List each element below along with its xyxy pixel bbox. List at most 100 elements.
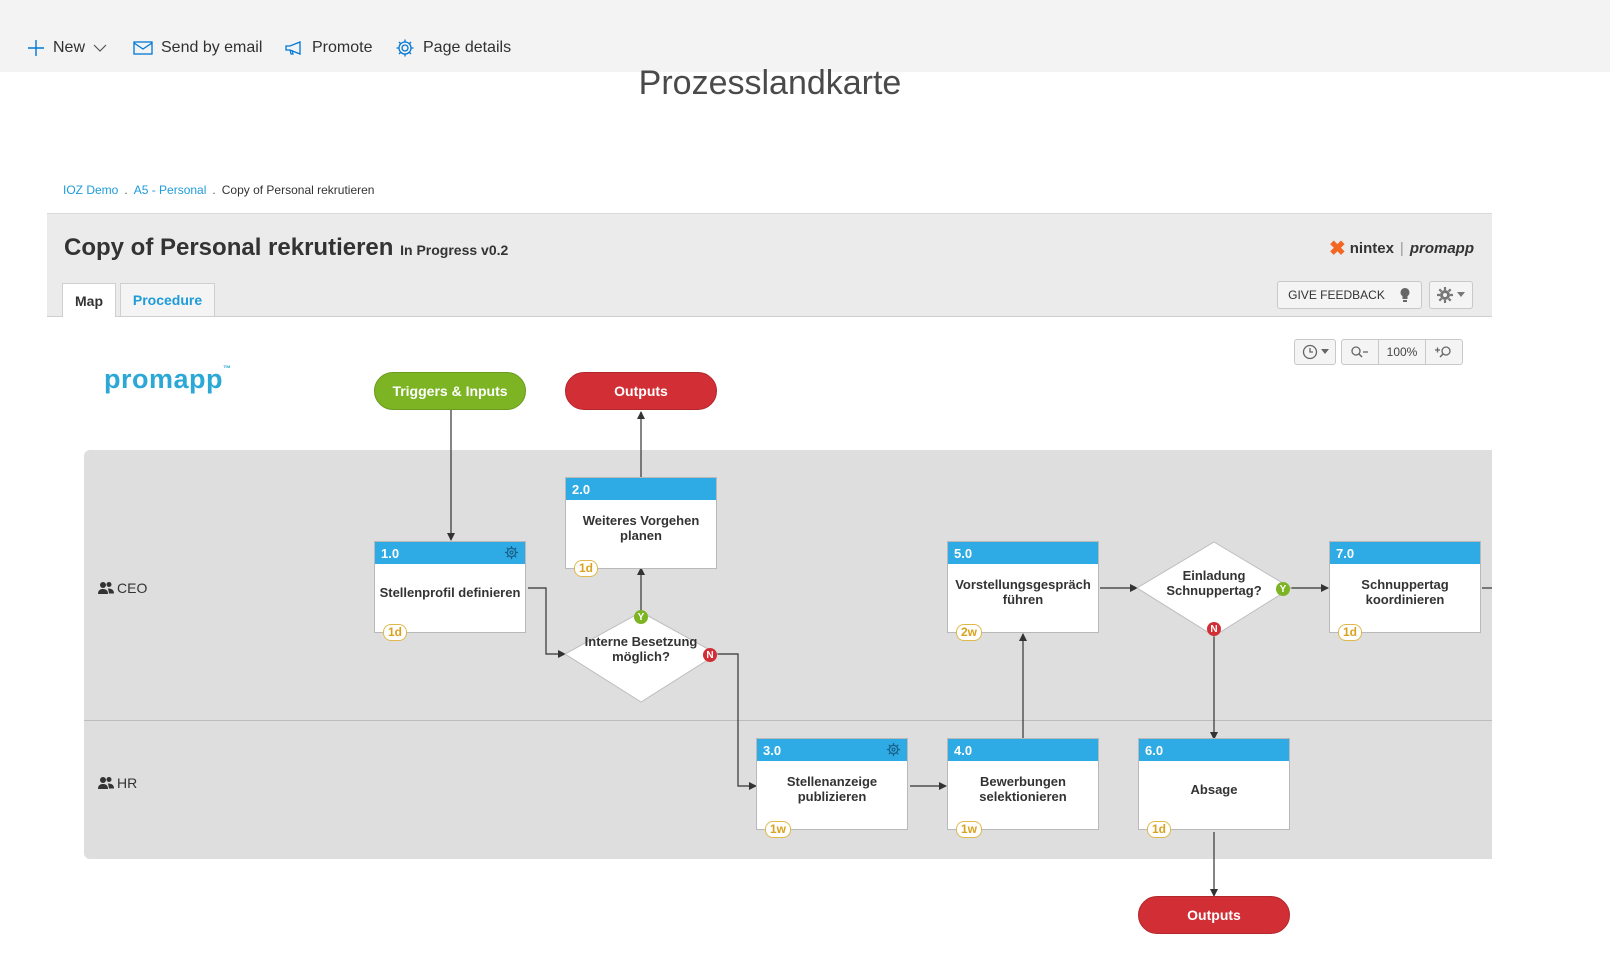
gear-icon bbox=[1437, 287, 1453, 303]
lane-label-hr: HR bbox=[98, 775, 137, 791]
new-button[interactable]: New bbox=[27, 24, 107, 72]
lane-hr-text: HR bbox=[117, 775, 138, 791]
activity-5-0[interactable]: 5.0 Vorstellungsgespräch führen 2w bbox=[947, 541, 1099, 641]
decision-einladung-text[interactable]: Einladung Schnuppertag? bbox=[1166, 568, 1262, 598]
activity-3-0[interactable]: 3.0 Stellenanzeige publizieren 1w bbox=[756, 738, 908, 838]
send-by-email-button[interactable]: Send by email bbox=[133, 24, 262, 72]
promapp-logo-text: promapp bbox=[104, 364, 224, 394]
duration-badge: 1d bbox=[574, 560, 599, 577]
decision-yes-badge: Y bbox=[1276, 582, 1290, 596]
triggers-inputs-pill[interactable]: Triggers & Inputs bbox=[374, 372, 526, 410]
promote-label: Promote bbox=[312, 39, 373, 56]
breadcrumb-link-ioz-demo[interactable]: IOZ Demo bbox=[63, 183, 119, 197]
promote-button[interactable]: Promote bbox=[284, 24, 372, 72]
duration-badge: 1d bbox=[1147, 821, 1172, 838]
activity-number: 6.0 bbox=[1139, 739, 1289, 761]
trademark-mark: ™ bbox=[223, 364, 232, 373]
activity-number: 3.0 bbox=[757, 739, 907, 761]
decision-no-badge: N bbox=[1207, 622, 1221, 636]
outputs-pill-bottom[interactable]: Outputs bbox=[1138, 896, 1290, 934]
settings-menu-button[interactable] bbox=[1429, 281, 1473, 309]
decision-diamond-interne-besetzung bbox=[564, 611, 718, 703]
zoom-in-icon bbox=[1435, 346, 1451, 358]
caret-down-icon bbox=[1320, 349, 1329, 354]
process-title: Copy of Personal rekrutieren bbox=[64, 234, 394, 261]
caret-down-icon bbox=[1457, 292, 1465, 297]
breadcrumb-separator: . bbox=[212, 183, 216, 197]
nintex-promapp-logo: ✖ nintex | promapp bbox=[1329, 236, 1474, 261]
activity-title: Stellenprofil definieren bbox=[379, 584, 521, 600]
tab-map[interactable]: Map bbox=[62, 283, 116, 317]
activity-number: 2.0 bbox=[566, 478, 716, 500]
process-title-row: Copy of Personal rekrutieren In Progress… bbox=[64, 234, 508, 262]
activity-number-text: 5.0 bbox=[954, 545, 973, 561]
brand-divider: | bbox=[1399, 240, 1404, 257]
breadcrumb-separator: . bbox=[124, 183, 128, 197]
mail-icon bbox=[133, 41, 153, 55]
activity-title: Bewerbungen selektionieren bbox=[979, 774, 1067, 804]
activity-title: Vorstellungsgespräch führen bbox=[955, 577, 1091, 607]
people-icon bbox=[98, 582, 114, 594]
send-by-email-label: Send by email bbox=[161, 39, 263, 56]
zoom-out-icon bbox=[1351, 346, 1368, 358]
process-header: Copy of Personal rekrutieren In Progress… bbox=[47, 213, 1492, 317]
activity-7-0[interactable]: 7.0 Schnuppertag koordinieren 1d bbox=[1329, 541, 1481, 641]
zoom-in-button[interactable] bbox=[1425, 339, 1463, 365]
activity-4-0[interactable]: 4.0 Bewerbungen selektionieren 1w bbox=[947, 738, 1099, 838]
promapp-logo: promapp™ bbox=[104, 364, 232, 395]
give-feedback-button[interactable]: GIVE FEEDBACK bbox=[1277, 281, 1422, 309]
gear-icon bbox=[886, 742, 901, 757]
activity-6-0[interactable]: 6.0 Absage 1d bbox=[1138, 738, 1290, 838]
command-bar: New Send by email Promote Page details bbox=[0, 24, 1610, 72]
activity-number-text: 1.0 bbox=[381, 545, 400, 561]
duration-badge: 1d bbox=[383, 624, 408, 641]
edge-decision1-no-to-3 bbox=[717, 653, 757, 790]
gear-icon bbox=[504, 545, 519, 560]
activity-number-text: 6.0 bbox=[1145, 742, 1164, 758]
activity-number: 5.0 bbox=[948, 542, 1098, 564]
decision-no-badge: N bbox=[703, 648, 717, 662]
page-details-label: Page details bbox=[423, 39, 512, 56]
nintex-x-icon: ✖ bbox=[1328, 238, 1346, 260]
plus-icon bbox=[28, 40, 44, 56]
outputs-pill-top[interactable]: Outputs bbox=[565, 372, 717, 410]
duration-badge: 1w bbox=[956, 821, 983, 838]
chevron-down-icon bbox=[93, 44, 107, 52]
lane-ceo-text: CEO bbox=[117, 580, 148, 596]
duration-badge: 1d bbox=[1338, 624, 1363, 641]
new-label: New bbox=[53, 39, 86, 56]
tab-procedure[interactable]: Procedure bbox=[120, 283, 215, 316]
people-icon bbox=[98, 777, 114, 789]
page-title: Prozesslandkarte bbox=[638, 64, 902, 102]
breadcrumb-link-personal[interactable]: A5 - Personal bbox=[133, 183, 207, 197]
megaphone-icon bbox=[285, 41, 301, 55]
activity-number-text: 4.0 bbox=[954, 742, 973, 758]
breadcrumb-current: Copy of Personal rekrutieren bbox=[221, 183, 375, 197]
history-button[interactable] bbox=[1294, 339, 1336, 365]
process-status: In Progress v0.2 bbox=[400, 242, 509, 258]
clock-icon bbox=[1302, 344, 1317, 360]
activity-title: Schnuppertag koordinieren bbox=[1361, 577, 1449, 607]
activity-number-text: 2.0 bbox=[572, 481, 591, 497]
decision-interne-besetzung-text[interactable]: Interne Besetzung möglich? bbox=[584, 634, 698, 664]
brand-nintex: nintex bbox=[1349, 240, 1394, 257]
activity-title: Stellenanzeige publizieren bbox=[786, 774, 878, 804]
activity-number-text: 3.0 bbox=[763, 742, 782, 758]
breadcrumb: IOZ Demo. A5 - Personal. Copy of Personal … bbox=[63, 183, 374, 197]
lane-label-ceo: CEO bbox=[98, 580, 147, 596]
activity-2-0[interactable]: 2.0 Weiteres Vorgehen planen 1d bbox=[565, 477, 717, 577]
activity-number-text: 7.0 bbox=[1336, 545, 1355, 561]
give-feedback-label: GIVE FEEDBACK bbox=[1288, 288, 1385, 302]
decision-yes-badge: Y bbox=[634, 610, 648, 624]
activity-1-0[interactable]: 1.0 Stellenprofil definieren 1d bbox=[374, 541, 526, 641]
activity-number: 1.0 bbox=[375, 542, 525, 564]
decision-diamond-einladung bbox=[1136, 541, 1292, 637]
settings-gear-icon bbox=[396, 39, 414, 57]
duration-badge: 1w bbox=[765, 821, 792, 838]
activity-number: 7.0 bbox=[1330, 542, 1480, 564]
duration-badge: 2w bbox=[956, 624, 983, 641]
page-details-button[interactable]: Page details bbox=[395, 24, 511, 72]
activity-title: Weiteres Vorgehen planen bbox=[582, 513, 700, 543]
zoom-level: 100% bbox=[1378, 339, 1426, 365]
